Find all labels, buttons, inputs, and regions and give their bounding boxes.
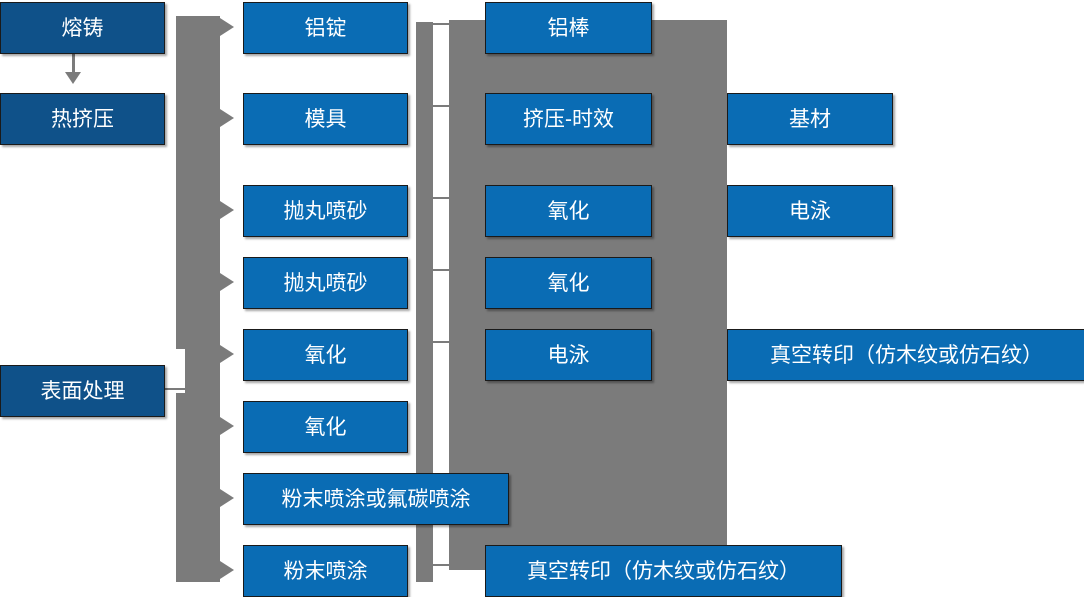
bar-arrow-3 xyxy=(220,201,234,219)
node-label: 电泳 xyxy=(547,343,590,367)
node-zhenkong-zhuanyin-1[interactable]: 真空转印（仿木纹或仿石纹） xyxy=(485,545,842,597)
bracket-tick-1 xyxy=(433,23,451,25)
down-link-stem xyxy=(72,52,75,74)
bracket-tick-3 xyxy=(433,197,451,199)
node-rejiya[interactable]: 热挤压 xyxy=(0,93,165,145)
bar-arrow-7 xyxy=(220,489,234,507)
bracket-tick-6 xyxy=(433,564,451,566)
node-biaomian-chuli[interactable]: 表面处理 xyxy=(0,365,165,417)
node-label: 挤压-时效 xyxy=(523,107,614,131)
bracket-tick-5 xyxy=(433,341,451,343)
node-dianyong-2[interactable]: 电泳 xyxy=(727,185,893,237)
node-luding[interactable]: 铝锭 xyxy=(243,2,408,54)
node-label: 模具 xyxy=(304,107,347,131)
node-label: 抛丸喷砂 xyxy=(283,199,368,223)
node-fenmo-pentu[interactable]: 粉末喷涂 xyxy=(243,545,408,597)
arrow-to-zkzy xyxy=(702,348,725,358)
node-lubang[interactable]: 铝棒 xyxy=(485,2,652,54)
bar-arrow-8 xyxy=(220,561,234,579)
node-label: 表面处理 xyxy=(40,379,125,403)
node-label: 氧化 xyxy=(304,415,347,439)
node-yanghua-4[interactable]: 氧化 xyxy=(485,257,652,309)
node-dianyong-1[interactable]: 电泳 xyxy=(485,329,652,381)
node-label: 氧化 xyxy=(547,271,590,295)
bracket-bar xyxy=(416,22,433,582)
node-label: 铝棒 xyxy=(547,16,590,40)
node-label: 抛丸喷砂 xyxy=(283,271,368,295)
bar-arrow-6 xyxy=(220,417,234,435)
node-rongzhu[interactable]: 熔铸 xyxy=(0,2,165,54)
node-yanghua-1[interactable]: 氧化 xyxy=(243,329,408,381)
node-jiya-shixiao[interactable]: 挤压-时效 xyxy=(485,93,652,145)
connector-notch xyxy=(163,349,185,393)
node-label: 粉末喷涂或氟碳喷涂 xyxy=(281,487,471,511)
surface-treatment-link xyxy=(163,388,185,390)
bar-arrow-1 xyxy=(220,18,234,36)
node-label: 氧化 xyxy=(304,343,347,367)
node-label: 熔铸 xyxy=(61,16,104,40)
node-jicai[interactable]: 基材 xyxy=(727,93,893,145)
node-yanghua-2[interactable]: 氧化 xyxy=(243,401,408,453)
node-label: 粉末喷涂 xyxy=(283,559,368,583)
node-zhenkong-zhuanyin-2[interactable]: 真空转印（仿木纹或仿石纹） xyxy=(727,329,1084,381)
node-label: 铝锭 xyxy=(304,16,347,40)
arrow-to-dianyong xyxy=(702,204,725,214)
node-yanghua-3[interactable]: 氧化 xyxy=(485,185,652,237)
arrow-to-jicai xyxy=(702,112,725,122)
bracket-tick-4 xyxy=(433,269,451,271)
node-label: 热挤压 xyxy=(51,107,114,131)
bracket-tick-2b xyxy=(433,105,451,107)
bar-arrow-4 xyxy=(220,273,234,291)
bar-arrow-5 xyxy=(220,345,234,363)
down-arrow-icon xyxy=(65,72,81,84)
node-label: 基材 xyxy=(789,107,831,131)
node-label: 真空转印（仿木纹或仿石纹） xyxy=(770,343,1043,367)
node-label: 真空转印（仿木纹或仿石纹） xyxy=(527,559,800,583)
node-label: 电泳 xyxy=(789,199,831,223)
node-label: 氧化 xyxy=(547,199,590,223)
bar-arrow-2 xyxy=(220,109,234,127)
main-connector-bar xyxy=(176,16,220,582)
node-paowan-penssha-1[interactable]: 抛丸喷砂 xyxy=(243,185,408,237)
node-paowan-penssha-2[interactable]: 抛丸喷砂 xyxy=(243,257,408,309)
node-muju[interactable]: 模具 xyxy=(243,93,408,145)
node-fenmo-huotan-pentu[interactable]: 粉末喷涂或氟碳喷涂 xyxy=(243,473,509,525)
